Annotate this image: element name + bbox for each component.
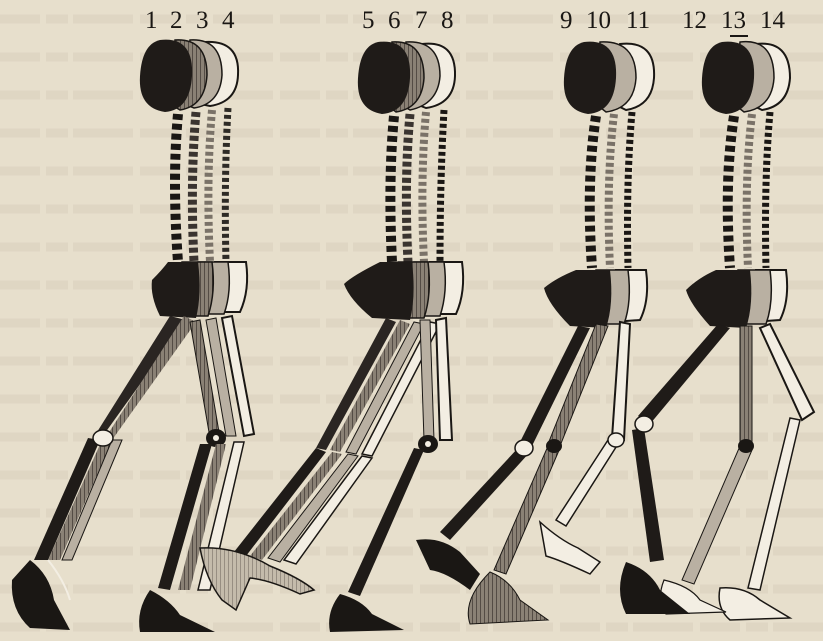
phase-number-12: 12 — [682, 7, 707, 34]
phase-number-3: 3 — [196, 7, 209, 34]
phase-number-4: 4 — [222, 7, 235, 34]
phase-number-11: 11 — [626, 7, 650, 34]
phase-number-5: 5 — [362, 7, 375, 34]
phase-number-6: 6 — [388, 7, 401, 34]
phase-number-10: 10 — [586, 7, 611, 34]
phase-number-14: 14 — [760, 7, 786, 34]
phase-number-9: 9 — [560, 7, 573, 34]
phase-number-8: 8 — [441, 7, 454, 34]
phase-number-1: 1 — [145, 7, 158, 34]
phase-number-2: 2 — [170, 7, 183, 34]
phase-number-7: 7 — [415, 7, 428, 34]
phase-number-13: 13 — [721, 7, 746, 34]
